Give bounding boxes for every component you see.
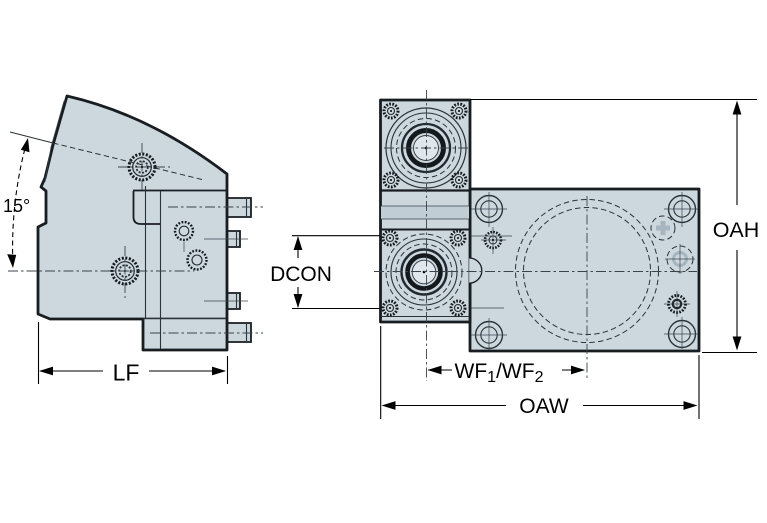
body-screw-right <box>664 291 690 317</box>
flange-corner-screws-lower <box>381 229 467 317</box>
side-view-body <box>36 94 229 352</box>
mounting-hole-top-left <box>471 192 507 227</box>
hidden-hole-middle <box>665 244 695 274</box>
arrowhead-down <box>732 336 742 351</box>
oaw-dimension: OAW <box>380 326 700 419</box>
corner-screw <box>381 229 399 247</box>
corner-screw <box>449 299 467 317</box>
arrowhead-up <box>732 100 742 115</box>
angle-label: 15° <box>3 196 30 216</box>
mounting-hole-bottom-right <box>664 317 698 349</box>
flange-screw-small-upper <box>173 220 195 252</box>
coupling-lower <box>385 233 463 311</box>
flange-corner-screws-upper <box>382 102 468 189</box>
mounting-hole-bottom-left <box>471 318 507 350</box>
wf-dimension: WF1/WF2 <box>427 360 585 386</box>
arrowhead-down <box>293 294 303 308</box>
arrowhead-left <box>427 365 442 375</box>
corner-screw <box>450 171 468 189</box>
edge-notch <box>469 257 483 284</box>
corner-screw <box>382 171 400 189</box>
oaw-label: OAW <box>519 395 569 418</box>
corner-screw <box>382 102 400 120</box>
coupling-column-lines <box>381 189 469 318</box>
hidden-hole-upper <box>650 215 676 241</box>
arrowhead-right <box>571 365 585 375</box>
lf-label: LF <box>113 360 140 386</box>
side-view <box>8 94 263 352</box>
arrowhead-left <box>381 401 396 410</box>
angle-dimension: 15° <box>3 138 30 268</box>
side-view-pins <box>226 197 252 343</box>
front-view <box>374 90 701 381</box>
corner-screw <box>450 102 468 120</box>
angle-reference-line <box>9 131 205 181</box>
wf-label: WF1/WF2 <box>455 360 544 386</box>
corner-screw <box>449 229 467 247</box>
arrowhead-up <box>293 236 303 250</box>
lf-dimension: LF <box>37 322 229 386</box>
arrowhead-right <box>212 366 226 376</box>
arrowhead-down <box>7 254 17 268</box>
clamping-screw-upper <box>118 143 170 193</box>
front-view-body <box>468 187 701 353</box>
dcon-dimension: DCON <box>270 235 380 310</box>
oah-dimension: OAH <box>470 98 760 354</box>
oah-label: OAH <box>713 218 760 242</box>
side-view-internal-lines <box>44 100 248 349</box>
arrowhead-up <box>20 138 30 153</box>
mounting-hole-top-right <box>664 192 698 227</box>
corner-screw <box>381 299 399 317</box>
arrowhead-left <box>39 366 53 376</box>
dcon-label: DCON <box>270 263 332 286</box>
flange-screw-small-lower <box>186 249 208 271</box>
arrowhead-right <box>683 401 698 410</box>
coupling-upper <box>384 107 468 189</box>
